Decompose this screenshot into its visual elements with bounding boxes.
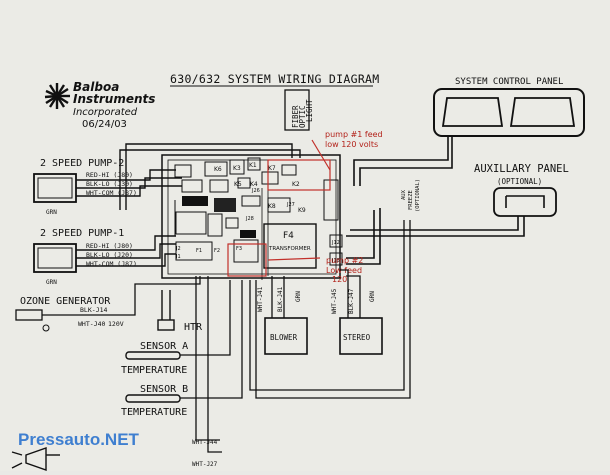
heater: HTR (157, 290, 203, 333)
jumper-j27: J27 (286, 202, 295, 208)
pump1-feed-line2: low 120 volts (325, 140, 378, 149)
stereo-wire-2: BLK-J47 (348, 288, 355, 314)
pump2-feed-line3: 120 (332, 275, 347, 284)
pump1-title: 2 SPEED PUMP-1 (40, 228, 124, 239)
watermark: Pressauto.NET (18, 430, 140, 449)
blower-label: BLOWER (270, 333, 298, 342)
blower-wire-2: BLK-J41 (277, 286, 284, 312)
ozone-wire-2: WHT-J40 (78, 320, 105, 328)
stereo: STEREO WHT-J45 BLK-J47 GRN (331, 269, 383, 355)
fuse-f3: F3 (236, 246, 242, 252)
system-control-panel: SYSTEM CONTROL PANEL (433, 77, 585, 137)
bottom-wire-2: WHT-J27 (192, 461, 218, 468)
auxiliary-label: AUXILLARY PANEL (474, 163, 569, 175)
jumper-j28: J28 (245, 216, 254, 222)
fuse-f2: F2 (214, 248, 220, 254)
pump-1: 2 SPEED PUMP-1 RED-HI (J80) BLK-LO (J20)… (33, 228, 137, 286)
control-board: F4 TRANSFORMER K6 K3 K5 K4 K7 K1 K2 K8 K… (161, 154, 343, 280)
conn-j1: J1 (175, 254, 181, 260)
sunburst-icon (44, 83, 70, 109)
freeze-optional: (OPTIONAL) (415, 179, 421, 212)
pump2-wire-2: BLK-LO (J30) (86, 180, 133, 188)
fiber-label-1: FIBER (291, 105, 300, 128)
light-icon (11, 447, 60, 471)
freeze-label: FREEZE (408, 190, 414, 210)
pump1-wire-1: RED-HI (J80) (86, 242, 133, 250)
fiber-label-2: OPTIC (298, 105, 307, 128)
pump1-gnd: GRN (46, 279, 57, 286)
stereo-label: STEREO (343, 333, 371, 342)
highlight-boxes (227, 139, 331, 277)
relay-k6: K6 (214, 166, 222, 173)
sensor-a-temp: TEMPERATURE (121, 365, 187, 376)
pump2-feed-line1: pump #2 (326, 256, 363, 265)
sensor-b: SENSOR B TEMPERATURE (121, 280, 243, 418)
f4-label: F4 (283, 231, 294, 241)
pump2-wire-1: RED-HI (J80) (86, 171, 133, 179)
heater-label: HTR (184, 322, 203, 333)
auxiliary-optional: (OPTIONAL) (497, 177, 542, 186)
ozone-wire-1: BLK-J14 (80, 306, 107, 314)
relay-k1: K1 (249, 162, 257, 169)
conn-j13: J13 (331, 258, 340, 264)
pump1-wire-3: WHT-COM (J87) (86, 260, 137, 268)
transformer-label: TRANSFORMER (268, 246, 311, 252)
bottom-wire-1: WHT-J44 (192, 439, 218, 446)
relay-k9: K9 (298, 207, 306, 214)
logo-line1: Balboa (73, 80, 119, 94)
diagram-title: 630/632 SYSTEM WIRING DIAGRAM (170, 72, 379, 86)
pump2-gnd: GRN (46, 209, 57, 216)
stereo-gnd: GRN (369, 291, 376, 302)
ozone-voltage: 120V (108, 320, 124, 328)
fiber-label-3: LIGHT (305, 99, 314, 122)
sensor-b-temp: TEMPERATURE (121, 407, 187, 418)
pump2-title: 2 SPEED PUMP-2 (40, 158, 124, 169)
logo-date: 06/24/03 (82, 119, 127, 130)
pump1-wire-2: BLK-LO (J20) (86, 251, 133, 259)
ozone-title: OZONE GENERATOR (20, 296, 111, 307)
relay-k4: K4 (250, 181, 258, 188)
system-control-label: SYSTEM CONTROL PANEL (455, 77, 563, 87)
blower: BLOWER WHT-J41 BLK-J41 GRN (257, 276, 308, 355)
logo-line3: Incorporated (73, 107, 138, 118)
conn-j12: J12 (331, 240, 340, 246)
sensor-a-title: SENSOR A (140, 341, 188, 352)
conn-j2: J2 (175, 246, 181, 252)
fiber-optic-light: FIBER OPTIC LIGHT (284, 89, 314, 131)
fuse-f1: F1 (196, 248, 202, 254)
logo-line2: Instruments (73, 92, 155, 106)
ozone-generator: OZONE GENERATOR BLK-J14 WHT-J40 120V (15, 276, 201, 332)
relay-k2: K2 (292, 181, 300, 188)
pump2-wire-3: WHT-COM (J87) (86, 189, 137, 197)
aux-label: AUX (401, 189, 407, 200)
relay-k7: K7 (268, 165, 276, 172)
relay-k5: K5 (234, 181, 242, 188)
pump1-feed-line1: pump #1 feed (325, 130, 383, 139)
jumper-j26: J26 (251, 188, 260, 194)
stereo-wire: WHT-J45 (331, 288, 338, 314)
relay-k8: K8 (268, 203, 276, 210)
relay-k3: K3 (233, 165, 241, 172)
blower-wire: WHT-J41 (257, 286, 264, 312)
auxiliary-panel: AUXILLARY PANEL (OPTIONAL) (474, 163, 569, 217)
sensor-b-title: SENSOR B (140, 384, 188, 395)
balboa-logo: Balboa Instruments Incorporated 06/24/03 (44, 80, 155, 130)
sensor-a: SENSOR A TEMPERATURE (121, 280, 231, 376)
aux-freeze: AUX FREEZE (OPTIONAL) (401, 179, 421, 212)
blower-gnd: GRN (295, 291, 302, 302)
